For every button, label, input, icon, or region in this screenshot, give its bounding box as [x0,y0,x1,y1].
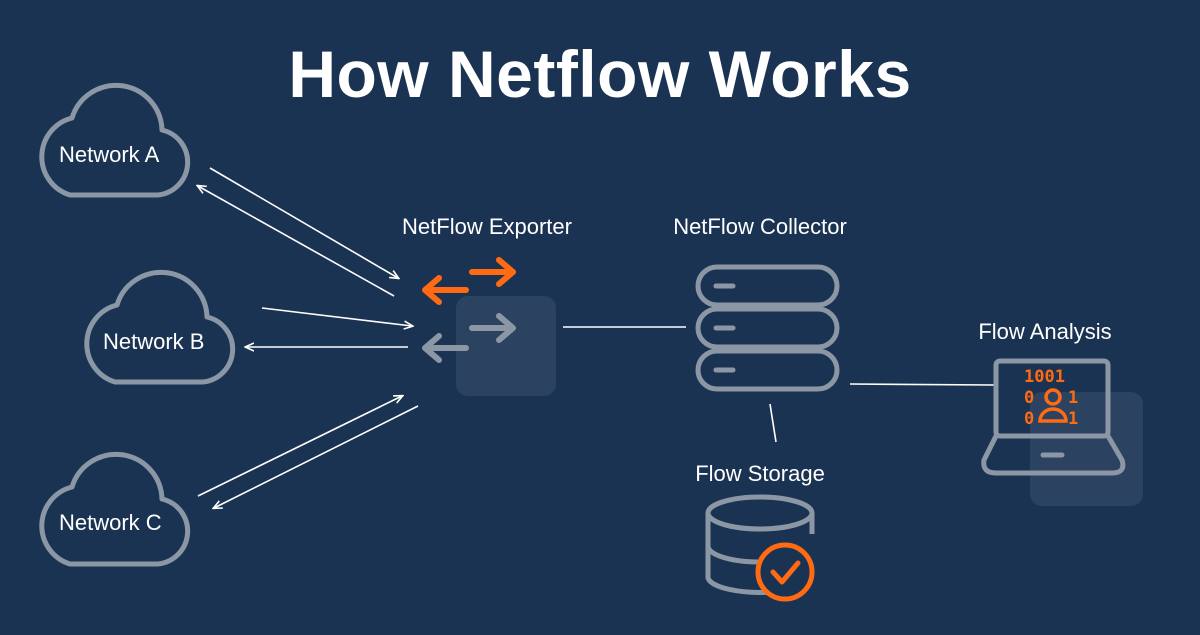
network-c-links [197,396,419,508]
cloud-icon [84,269,236,385]
network-a-links [198,167,398,297]
network-b-label: Network B [103,329,205,354]
network-c-label: Network C [59,510,162,535]
storage-label: Flow Storage [695,461,825,486]
svg-text:1: 1 [1068,409,1078,429]
switch-icon [422,257,556,396]
exporter-label: NetFlow Exporter [402,214,572,239]
collector-storage-link [769,403,777,443]
grey-exchange-arrows [422,313,516,363]
svg-text:1001: 1001 [1024,367,1065,387]
cloud-icon [39,82,191,198]
network-a-label: Network A [59,142,160,167]
collector-analysis-link [849,383,995,386]
network-b-links [246,307,412,347]
analysis-label: Flow Analysis [978,319,1112,344]
page-title: How Netflow Works [288,37,912,111]
svg-text:1: 1 [1068,388,1078,408]
server-stack-icon [695,264,840,392]
cloud-icon [39,451,191,567]
svg-text:0: 0 [1024,388,1034,408]
orange-exchange-arrows [422,257,516,305]
database-check-icon [705,494,815,602]
collector-label: NetFlow Collector [673,214,847,239]
svg-text:0: 0 [1024,409,1034,429]
laptop-user-icon: 1001 0 0 1 1 [981,358,1143,506]
user-icon [1038,388,1068,423]
screen-binary: 1001 0 0 1 1 [1024,367,1078,429]
